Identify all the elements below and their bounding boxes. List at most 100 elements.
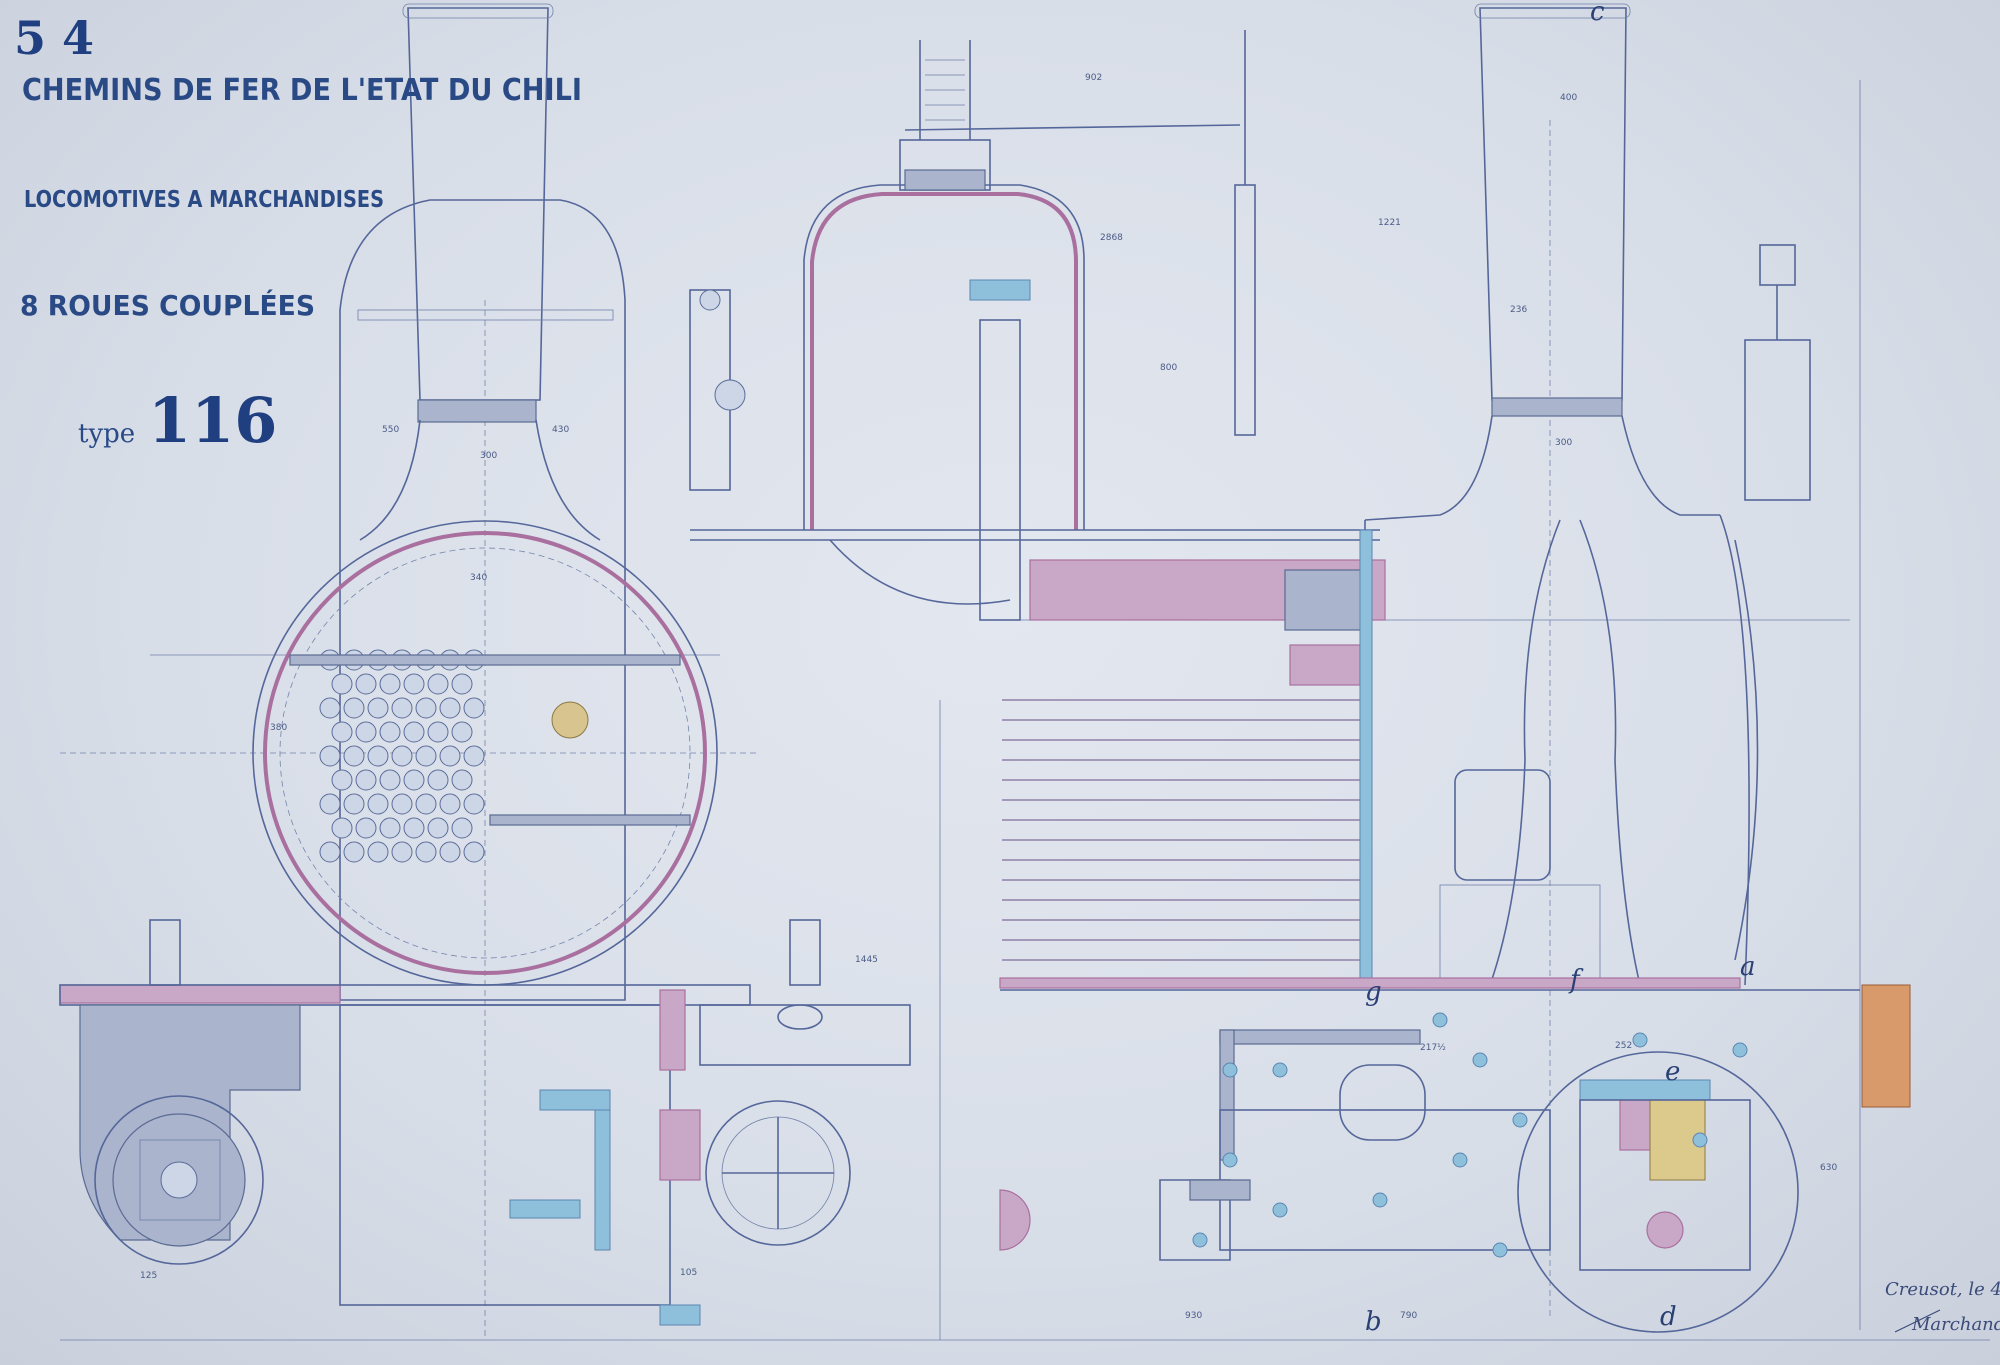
rivet-hole <box>1512 1112 1528 1128</box>
dimension-label: 125 <box>140 1271 157 1281</box>
boiler-tube <box>355 817 377 839</box>
rivet-hole <box>1272 1062 1288 1078</box>
boiler-tube <box>343 841 365 863</box>
rivet-hole <box>1222 1062 1238 1078</box>
dimension-label: 630 <box>1820 1163 1837 1173</box>
rivet-hole <box>1432 1012 1448 1028</box>
left-cylinder <box>94 1095 264 1265</box>
boiler-tube <box>367 745 389 767</box>
boiler-tube <box>331 721 353 743</box>
dimension-label: 300 <box>480 451 497 461</box>
dimension-label: 1221 <box>1378 218 1401 228</box>
section-letter-b: b <box>1365 1307 1382 1337</box>
rivet-hole <box>1272 1202 1288 1218</box>
dimension-label: 105 <box>680 1268 697 1278</box>
boiler-tube <box>403 673 425 695</box>
boiler-tube <box>331 817 353 839</box>
boiler-tube <box>451 673 473 695</box>
dimension-labels: 550 430 300 902 400 236 300 1445 930 790… <box>140 73 1837 1321</box>
boiler-tube <box>391 697 413 719</box>
boiler-tube <box>451 817 473 839</box>
wheel-arrangement: 8 ROUES COUPLÉES <box>20 288 315 322</box>
boiler-tube <box>331 769 353 791</box>
rivet-hole <box>1632 1032 1648 1048</box>
boiler-tube <box>343 697 365 719</box>
signature-block: Creusot, le 4 X.bre Marchand <box>1885 1279 2000 1335</box>
boiler-tube <box>439 745 461 767</box>
dimension-label: 2868 <box>1100 233 1123 243</box>
boiler-tube <box>463 793 485 815</box>
boiler-tube <box>343 793 365 815</box>
boiler-tube <box>427 673 449 695</box>
section-letter-g: g <box>1365 977 1382 1007</box>
dimension-label: 550 <box>382 425 399 435</box>
boiler-tube <box>415 697 437 719</box>
boiler-tubes-longitudinal <box>1002 699 1360 961</box>
signature-place-date: Creusot, le 4 X.bre <box>1885 1279 2000 1300</box>
boiler-tube <box>427 769 449 791</box>
boiler-tube <box>451 769 473 791</box>
rivet-holes <box>1192 1012 1748 1258</box>
section-letters: a b c d e f g <box>1365 0 1756 1337</box>
type-label: type <box>78 419 135 449</box>
rivet-hole <box>1192 1232 1208 1248</box>
dimension-label: 400 <box>1560 93 1577 103</box>
boiler-tube <box>367 841 389 863</box>
dimension-label: 790 <box>1400 1311 1417 1321</box>
railway-name: CHEMINS DE FER DE L'ETAT DU CHILI <box>22 73 582 108</box>
dimension-label: 430 <box>552 425 569 435</box>
sheet-number: 5 4 <box>14 11 94 65</box>
boiler-tube <box>439 697 461 719</box>
section-letter-e: e <box>1665 1057 1680 1087</box>
boiler-tube <box>367 793 389 815</box>
section-letter-a: a <box>1740 952 1756 982</box>
boiler-tube <box>391 841 413 863</box>
dimension-label: 340 <box>470 573 487 583</box>
dimension-label: 300 <box>1555 438 1572 448</box>
boiler-tube <box>403 721 425 743</box>
rivet-hole <box>1492 1242 1508 1258</box>
rivet-hole <box>1732 1042 1748 1058</box>
right-wheel <box>1517 1051 1799 1333</box>
boiler-tube <box>343 745 365 767</box>
boiler-tube <box>379 817 401 839</box>
boiler-tube <box>415 793 437 815</box>
section-letter-c: c <box>1590 0 1605 27</box>
boiler-tube <box>439 793 461 815</box>
boiler-tube <box>379 721 401 743</box>
boiler-tube <box>331 673 353 695</box>
boiler-tube <box>391 745 413 767</box>
boiler-tube <box>427 721 449 743</box>
dimension-label: 800 <box>1160 363 1177 373</box>
dimension-label: 236 <box>1510 305 1527 315</box>
boiler-tube-bundle <box>319 649 485 863</box>
steam-dome-section <box>689 30 1386 686</box>
rivet-hole <box>1452 1152 1468 1168</box>
boiler-tube <box>379 673 401 695</box>
boiler-tube <box>463 841 485 863</box>
title-block: 5 4 CHEMINS DE FER DE L'ETAT DU CHILI LO… <box>14 11 582 457</box>
rivet-hole <box>1472 1052 1488 1068</box>
boiler-tube <box>379 769 401 791</box>
boiler-tube <box>451 721 473 743</box>
locomotive-category: LOCOMOTIVES A MARCHANDISES <box>24 187 384 213</box>
boiler-tube <box>319 745 341 767</box>
boiler-tube <box>319 793 341 815</box>
boiler-tube <box>415 745 437 767</box>
boiler-tube <box>355 769 377 791</box>
rivet-hole <box>1692 1132 1708 1148</box>
buffer-beam-wood <box>1861 984 1911 1108</box>
boiler-tube <box>367 697 389 719</box>
boiler-tube <box>319 697 341 719</box>
boiler-tube <box>355 673 377 695</box>
boiler-tube <box>415 841 437 863</box>
boiler-tube <box>403 769 425 791</box>
dimension-label: 380 <box>270 723 287 733</box>
section-letter-d: d <box>1660 1302 1677 1332</box>
boiler-tube <box>463 697 485 719</box>
right-chimney <box>1479 7 1627 401</box>
boiler-tube <box>427 817 449 839</box>
boiler-tube <box>403 817 425 839</box>
dimension-label: 217½ <box>1420 1043 1446 1053</box>
